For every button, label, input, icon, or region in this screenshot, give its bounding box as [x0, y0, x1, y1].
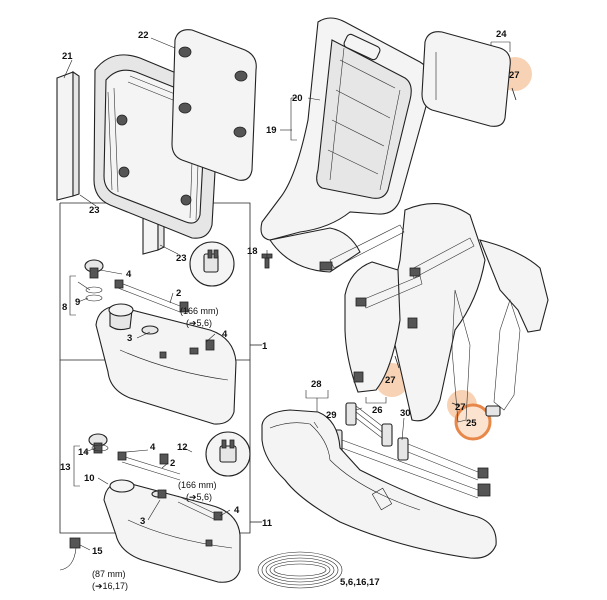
callout-4: 4 [150, 442, 156, 453]
callout-26: 26 [372, 405, 383, 416]
callout-21: 21 [62, 51, 73, 62]
callout-28: 28 [311, 379, 322, 390]
callout-14: 14 [78, 447, 89, 458]
foam-strip-left [56, 70, 80, 201]
callout-30: 30 [400, 408, 411, 419]
callout-5-6-16-17: 5,6,16,17 [340, 577, 380, 588]
tank-lower [103, 479, 241, 583]
screws-27 [394, 355, 461, 407]
cushion-pad [421, 31, 517, 127]
callout-19: 19 [266, 125, 277, 136]
callout-3: 3 [127, 333, 132, 344]
callout-3: 3 [140, 516, 145, 527]
callout-4: 4 [234, 505, 240, 516]
fittings-upper [84, 241, 235, 355]
callout-23: 23 [89, 205, 100, 216]
leader-lines [63, 37, 405, 551]
foam-block [171, 29, 257, 181]
callout-9: 9 [75, 297, 80, 308]
length-note-166mm-lower: (166 mm) [178, 480, 217, 490]
callout-13: 13 [60, 462, 71, 473]
fitting-15 [59, 537, 81, 571]
callout-20: 20 [292, 93, 303, 104]
callout-29: 29 [326, 410, 337, 421]
reference-note-16-17: (➔16,17) [92, 581, 128, 591]
coiled-hose [257, 551, 343, 589]
callout-8: 8 [62, 302, 67, 313]
length-note-87mm: (87 mm) [92, 569, 126, 579]
callout-23: 23 [176, 253, 187, 264]
callout-4: 4 [222, 329, 228, 340]
tank-upper [95, 303, 237, 425]
callout-27: 27 [455, 402, 466, 413]
callout-15: 15 [92, 546, 103, 557]
highlight-25-ring [454, 403, 492, 441]
callout-1: 1 [262, 341, 268, 352]
callout-4: 4 [126, 269, 132, 280]
reference-note-5-6-upper: (➔5,6) [186, 318, 212, 328]
callout-10: 10 [84, 473, 95, 484]
callout-24: 24 [496, 29, 507, 40]
callout-27: 27 [385, 375, 396, 386]
reference-note-5-6-lower: (➔5,6) [186, 492, 212, 502]
waist-belt [261, 409, 497, 559]
fittings-lower [88, 431, 251, 521]
callout-2: 2 [176, 288, 181, 299]
length-note-166mm-upper: (166 mm) [180, 306, 219, 316]
backplate [260, 17, 433, 273]
callout-27: 27 [509, 70, 520, 81]
callout-22: 22 [138, 30, 149, 41]
callout-labels: 1 4 2 3 4 8 9 10 11 12 2 3 4 4 13 14 15 … [60, 29, 520, 591]
callout-25: 25 [466, 418, 477, 429]
callout-11: 11 [262, 518, 273, 529]
callout-12: 12 [177, 442, 188, 453]
harness [319, 203, 549, 423]
callout-18: 18 [247, 246, 258, 257]
callout-2: 2 [170, 458, 175, 469]
